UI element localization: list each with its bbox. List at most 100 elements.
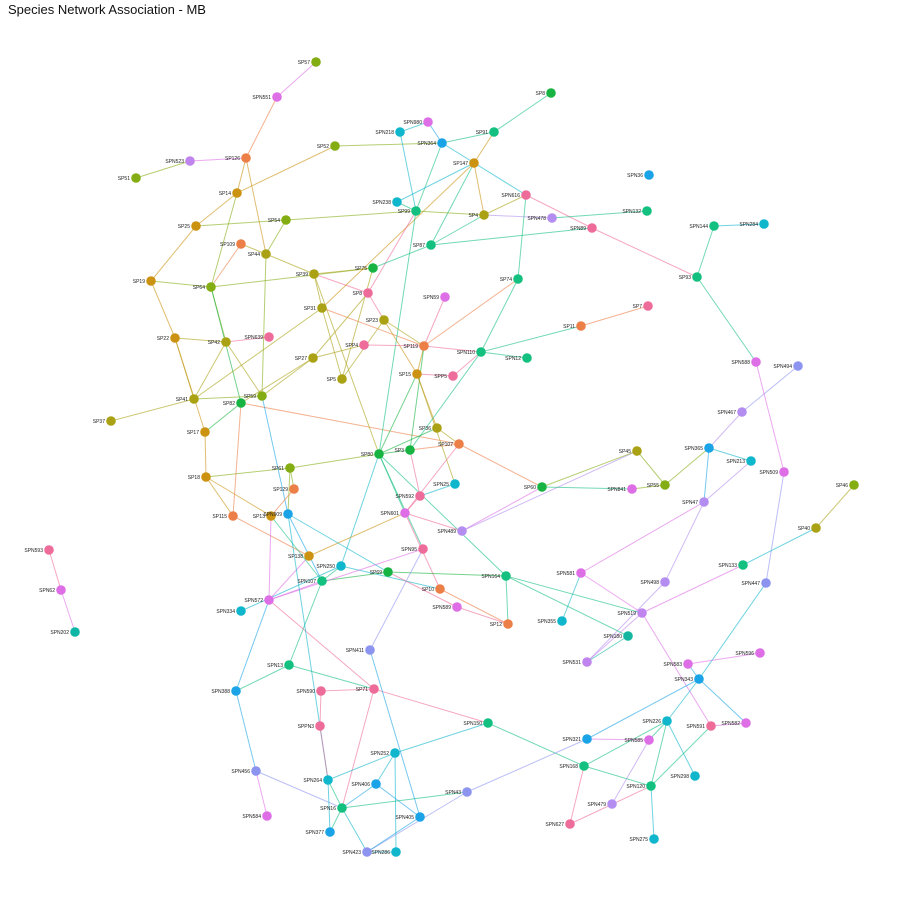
node-marker[interactable]: [56, 585, 66, 595]
node-marker[interactable]: [660, 480, 670, 490]
node-marker[interactable]: [479, 210, 489, 220]
node-spn59[interactable]: SPN59: [423, 292, 450, 302]
node-marker[interactable]: [435, 584, 445, 594]
node-sp14[interactable]: SP14: [219, 188, 242, 198]
node-marker[interactable]: [264, 332, 274, 342]
node-marker[interactable]: [576, 321, 586, 331]
node-marker[interactable]: [660, 577, 670, 587]
node-sp8b[interactable]: SP8: [353, 288, 373, 298]
node-marker[interactable]: [793, 361, 803, 371]
node-marker[interactable]: [412, 369, 422, 379]
node-spn264[interactable]: SPN264: [303, 775, 333, 785]
node-marker[interactable]: [236, 398, 246, 408]
node-marker[interactable]: [309, 269, 319, 279]
node-sp59[interactable]: SP59: [244, 391, 267, 401]
node-spp4[interactable]: SPP4: [345, 340, 369, 350]
node-marker[interactable]: [646, 781, 656, 791]
node-sp91[interactable]: SP91: [476, 127, 499, 137]
node-spn498[interactable]: SPN498: [640, 577, 670, 587]
node-sp60[interactable]: SP60: [524, 482, 547, 492]
node-spn584[interactable]: SPN584: [242, 811, 272, 821]
node-spn489[interactable]: SPN489: [437, 526, 467, 536]
node-marker[interactable]: [565, 819, 575, 829]
node-sp119[interactable]: SP119: [403, 341, 429, 351]
node-marker[interactable]: [264, 595, 274, 605]
node-marker[interactable]: [751, 357, 761, 367]
node-marker[interactable]: [738, 560, 748, 570]
node-spn132[interactable]: SPN132: [622, 206, 652, 216]
node-sp51[interactable]: SP51: [118, 173, 141, 183]
node-spn43[interactable]: SPN43: [445, 787, 472, 797]
node-sp7[interactable]: SP7: [633, 301, 653, 311]
node-marker[interactable]: [706, 721, 716, 731]
node-marker[interactable]: [423, 117, 433, 127]
node-marker[interactable]: [232, 188, 242, 198]
node-spn180[interactable]: SPN180: [603, 631, 633, 641]
node-marker[interactable]: [231, 686, 241, 696]
node-marker[interactable]: [454, 439, 464, 449]
node-marker[interactable]: [337, 803, 347, 813]
node-spn588[interactable]: SPN588: [731, 357, 761, 367]
node-marker[interactable]: [374, 449, 384, 459]
node-spn150[interactable]: SPN150: [463, 718, 493, 728]
node-marker[interactable]: [623, 631, 633, 641]
node-spn616[interactable]: SPN616: [501, 190, 531, 200]
node-sp93[interactable]: SP93: [679, 272, 702, 282]
node-sp18[interactable]: SP18: [188, 472, 211, 482]
node-marker[interactable]: [557, 616, 567, 626]
node-spn62[interactable]: SPN62: [39, 585, 66, 595]
node-spn377[interactable]: SPN377: [305, 827, 335, 837]
node-spn107[interactable]: SPN107: [297, 576, 327, 586]
node-sp25[interactable]: SP25: [178, 221, 201, 231]
node-spn284[interactable]: SPN284: [739, 219, 769, 229]
node-spn36[interactable]: SPN36: [627, 170, 654, 180]
node-marker[interactable]: [337, 374, 347, 384]
node-marker[interactable]: [522, 353, 532, 363]
node-spn581[interactable]: SPN581: [556, 568, 586, 578]
node-sp138[interactable]: SP138: [288, 551, 314, 561]
node-sp41[interactable]: SP41: [176, 394, 199, 404]
node-marker[interactable]: [362, 847, 372, 857]
node-marker[interactable]: [336, 561, 346, 571]
node-sp44[interactable]: SP44: [248, 249, 271, 259]
node-sp80[interactable]: SP80: [361, 449, 384, 459]
node-sp27[interactable]: SP27: [295, 353, 318, 363]
node-spn238[interactable]: SPN238: [372, 197, 402, 207]
node-marker[interactable]: [411, 206, 421, 216]
node-spn456[interactable]: SPN456: [231, 766, 261, 776]
node-sp40[interactable]: SP40: [798, 523, 821, 533]
node-sp22[interactable]: SP22: [157, 333, 180, 343]
node-marker[interactable]: [501, 571, 511, 581]
node-spn13[interactable]: SPN13: [267, 660, 294, 670]
node-marker[interactable]: [811, 523, 821, 533]
node-marker[interactable]: [692, 272, 702, 282]
node-sp13[interactable]: SP13: [253, 511, 276, 521]
node-spn334[interactable]: SPN334: [216, 606, 246, 616]
node-marker[interactable]: [582, 657, 592, 667]
node-marker[interactable]: [457, 526, 467, 536]
node-spn582[interactable]: SPN582: [721, 718, 751, 728]
node-spn202[interactable]: SPN202: [50, 627, 80, 637]
node-spn509[interactable]: SPN509: [759, 467, 789, 477]
node-sp74[interactable]: SP74: [500, 274, 523, 284]
node-spn12[interactable]: SPN12: [505, 353, 532, 363]
node-marker[interactable]: [709, 221, 719, 231]
node-marker[interactable]: [746, 456, 756, 466]
node-spn298[interactable]: SPN298: [670, 771, 700, 781]
node-spn133[interactable]: SPN133: [718, 560, 748, 570]
node-sp3[interactable]: SP3: [395, 445, 415, 455]
node-marker[interactable]: [521, 190, 531, 200]
node-marker[interactable]: [304, 551, 314, 561]
node-marker[interactable]: [741, 718, 751, 728]
node-marker[interactable]: [390, 748, 400, 758]
node-sp46[interactable]: SP46: [836, 480, 859, 490]
node-sp82[interactable]: SP82: [223, 398, 246, 408]
node-spn523[interactable]: SPN523: [165, 156, 195, 166]
node-marker[interactable]: [587, 223, 597, 233]
node-marker[interactable]: [315, 721, 325, 731]
node-sp45[interactable]: SP45: [619, 446, 642, 456]
node-marker[interactable]: [462, 787, 472, 797]
node-marker[interactable]: [426, 240, 436, 250]
node-sp107[interactable]: SP107: [438, 439, 464, 449]
